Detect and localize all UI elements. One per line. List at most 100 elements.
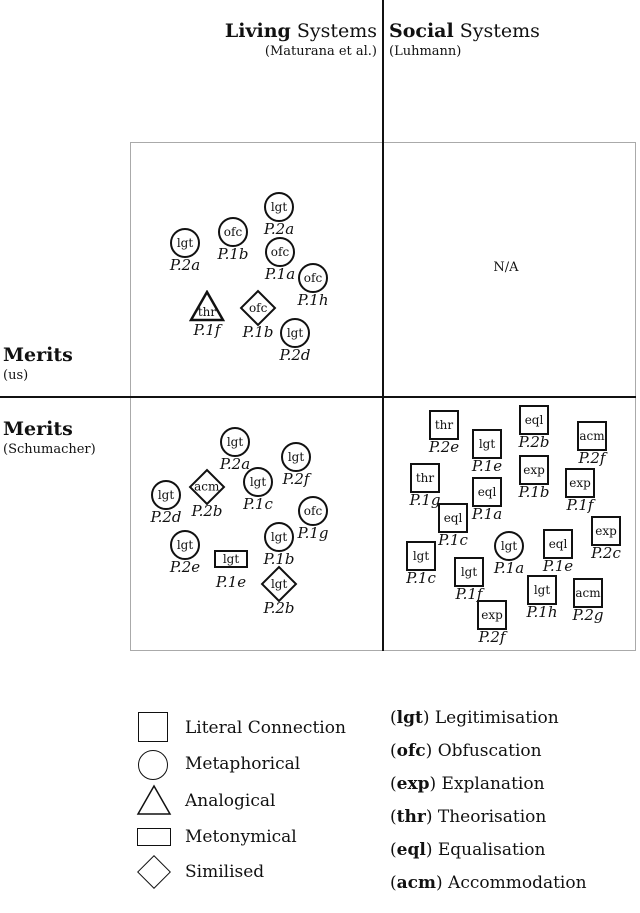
item-label: P.2a — [263, 220, 295, 238]
item-label: P.1b — [263, 550, 295, 568]
square-icon: acm — [573, 578, 603, 608]
circle-icon: ofc — [265, 237, 295, 267]
circle-icon: ofc — [218, 217, 248, 247]
item-code: eql — [524, 413, 544, 427]
circle-icon: lgt — [494, 531, 524, 561]
legend-analogical: Analogical — [185, 791, 276, 811]
square-legend-icon — [138, 712, 168, 742]
item-code: ofc — [248, 300, 268, 315]
square-icon: thr — [410, 463, 440, 493]
item-label: P.1g — [297, 524, 329, 542]
square-icon: lgt — [406, 541, 436, 571]
item-label: P.1b — [217, 245, 249, 263]
legend-literal: Literal Connection — [185, 718, 346, 738]
code-abbrev: thr — [396, 807, 426, 827]
item-code: lgt — [270, 530, 288, 544]
item-code: eql — [443, 511, 463, 525]
code-abbrev: ofc — [396, 741, 426, 761]
legend-code-acm: (acm) Accommodation — [390, 873, 587, 893]
diamond-legend-icon — [137, 855, 171, 889]
merits-schumacher-subtitle: (Schumacher) — [3, 442, 96, 457]
item-code: acm — [575, 586, 601, 600]
item-code: thr — [197, 305, 217, 319]
item-label: P.1e — [471, 457, 503, 475]
legend-code-lgt: (lgt) Legitimisation — [390, 708, 559, 728]
vertical-axis — [382, 0, 384, 651]
code-name: Theorisation — [437, 807, 547, 827]
code-name: Accommodation — [448, 873, 587, 893]
circle-icon: lgt — [264, 522, 294, 552]
item-label: P.2a — [219, 455, 251, 473]
legend-code-eql: (eql) Equalisation — [390, 840, 546, 860]
legend-similised: Similised — [185, 862, 265, 882]
square-icon: lgt — [454, 557, 484, 587]
item-code: lgt — [533, 583, 551, 597]
square-icon: exp — [565, 468, 595, 498]
item-code: ofc — [303, 504, 323, 518]
item-label: P.2f — [478, 628, 506, 646]
code-abbrev: exp — [396, 774, 430, 794]
circle-icon: lgt — [243, 467, 273, 497]
item-code: ofc — [270, 245, 290, 259]
item-label: P.2a — [169, 256, 201, 274]
item-code: exp — [523, 463, 545, 477]
legend-code-thr: (thr) Theorisation — [390, 807, 547, 827]
item-label: P.1a — [493, 559, 525, 577]
triangle-icon: thr — [189, 290, 225, 322]
merits-schumacher-title: Merits — [3, 418, 73, 440]
item-code: lgt — [412, 549, 430, 563]
item-code: lgt — [270, 577, 288, 591]
social-systems-subtitle: (Luhmann) — [389, 44, 462, 59]
living-systems-subtitle: (Maturana et al.) — [264, 44, 377, 59]
legend-code-exp: (exp) Explanation — [390, 774, 545, 794]
item-code: lgt — [222, 552, 240, 566]
square-icon: thr — [429, 410, 459, 440]
item-label: P.2e — [428, 438, 460, 456]
item-label: P.1c — [406, 569, 436, 587]
item-label: P.2d — [279, 346, 311, 364]
item-label: P.1e — [542, 557, 574, 575]
item-code: eql — [477, 485, 497, 499]
item-label: P.1a — [264, 265, 296, 283]
item-label: P.2g — [572, 606, 604, 624]
square-icon: eql — [472, 477, 502, 507]
item-code: exp — [481, 608, 503, 622]
item-label: P.1a — [471, 505, 503, 523]
item-label: P.1c — [243, 495, 273, 513]
code-name: Explanation — [441, 774, 545, 794]
circle-icon: lgt — [220, 427, 250, 457]
item-label: P.1h — [526, 603, 558, 621]
code-abbrev: lgt — [396, 708, 423, 728]
square-icon: exp — [591, 516, 621, 546]
item-label: P.2e — [169, 558, 201, 576]
item-code: ofc — [303, 271, 323, 285]
circle-icon: lgt — [264, 192, 294, 222]
item-label: P.2f — [282, 470, 310, 488]
item-label: P.1f — [193, 321, 221, 339]
item-code: thr — [434, 418, 454, 432]
code-name: Equalisation — [437, 840, 546, 860]
circle-icon: lgt — [151, 480, 181, 510]
item-code: lgt — [226, 435, 244, 449]
item-code: acm — [579, 429, 605, 443]
item-label: P.2b — [518, 433, 550, 451]
code-abbrev: eql — [396, 840, 426, 860]
item-code: lgt — [478, 437, 496, 451]
circle-icon: ofc — [298, 496, 328, 526]
item-label: P.1f — [455, 585, 483, 603]
item-code: lgt — [270, 200, 288, 214]
social-systems-title: Social Systems — [389, 20, 540, 42]
item-code: thr — [415, 471, 435, 485]
square-icon: lgt — [527, 575, 557, 605]
item-code: lgt — [176, 538, 194, 552]
code-name: Legitimisation — [434, 708, 559, 728]
square-icon: eql — [438, 503, 468, 533]
code-abbrev: acm — [396, 873, 436, 893]
item-code: exp — [595, 524, 617, 538]
legend-metaphorical: Metaphorical — [185, 754, 301, 774]
triangle-legend-icon — [136, 784, 172, 815]
item-code: eql — [548, 537, 568, 551]
item-label: P.1h — [297, 291, 329, 309]
item-code: lgt — [500, 539, 518, 553]
legend-code-ofc: (ofc) Obfuscation — [390, 741, 542, 761]
